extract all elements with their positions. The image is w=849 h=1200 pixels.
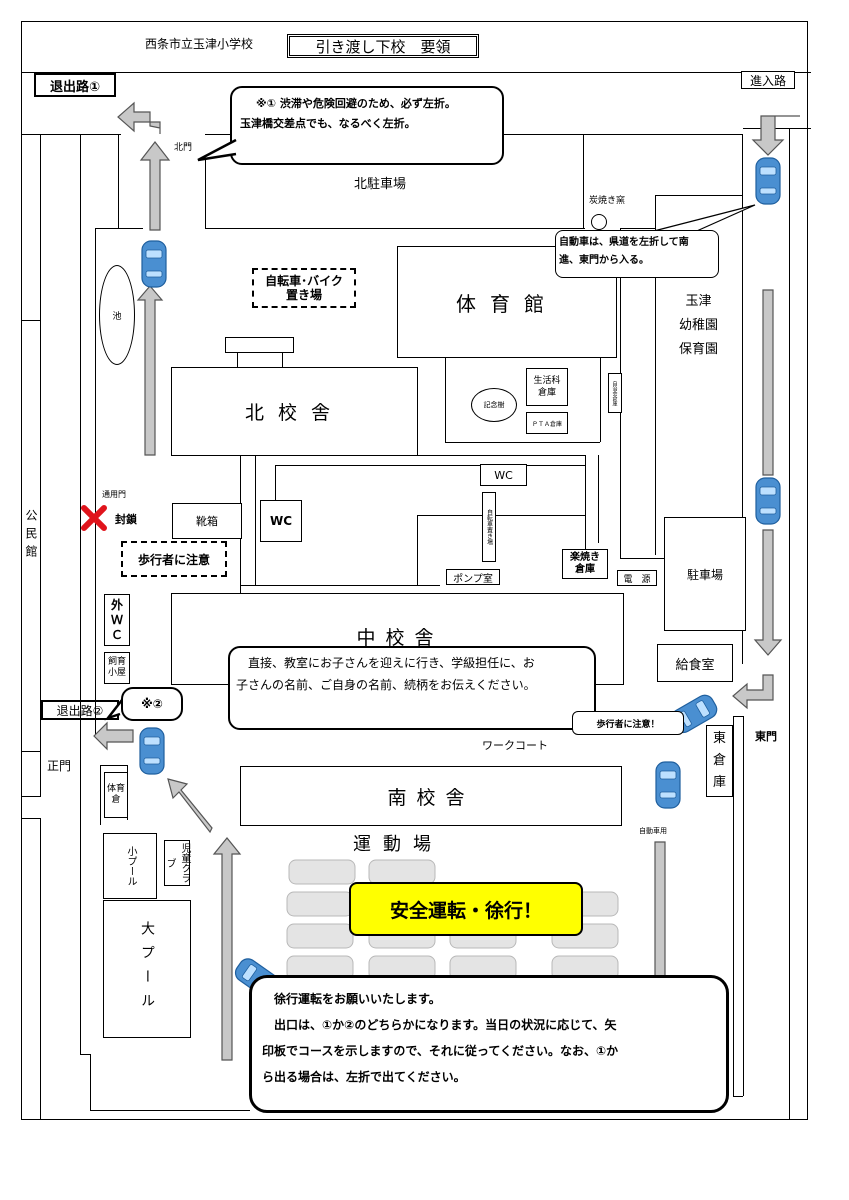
north-parking-label: 北駐車場 [353, 176, 406, 192]
slow-line1: 徐行運転をお願いいたします。 [274, 992, 441, 1006]
note-exit1-line2: 玉津橋交差点でも、なるべく左折。 [240, 117, 416, 130]
car-route-bubble: 自動車は、県道を左折して南 進、東門から入る。 [555, 230, 719, 278]
bike-parking: 自転車･バイク置き場 [252, 268, 356, 308]
exit-route-1-label: 退出路① [34, 73, 116, 97]
page-title: 引き渡し下校 要領 [287, 34, 479, 58]
east-gate-label: 東門 [755, 730, 777, 743]
east-storage-label: 東倉庫 [712, 731, 726, 790]
safe-driving-banner: 安全運転・徐行！ [349, 882, 583, 936]
entry-route-label: 進入路 [741, 71, 795, 89]
closed-label: 封鎖 [115, 513, 137, 526]
kiln-storage-label-2: 倉庫 [575, 564, 595, 575]
walker-caution-small: 歩行者に注意！ [572, 711, 684, 735]
middle-building-label: 中校舎 [356, 626, 444, 649]
pickup-line1: 直接、教室にお子さんを迎えに行き、学級担任に、お [248, 656, 535, 670]
north-building-tower [225, 337, 294, 353]
gym-storage-label: 体育倉 [107, 784, 126, 805]
pickup-instructions-bubble: 直接、教室にお子さんを迎えに行き、学級担任に、お 子さんの名前、ご自身の名前、続… [228, 646, 596, 730]
memorial-tree: 記念樹 [471, 388, 517, 422]
main-gate-label: 正門 [47, 759, 72, 773]
self-storage: 自治会倉庫 [608, 373, 622, 413]
map-frame [21, 21, 808, 1120]
staff-gate-label: 通用門 [102, 490, 126, 499]
gym-building: 体育館 [397, 246, 617, 358]
note-exit1-line1: ※① 渋滞や危険回避のため、必ず左折。 [256, 97, 456, 110]
animal-hut-label: 飼育小屋 [107, 657, 126, 678]
work-court-label: ワークコート [482, 739, 548, 752]
bike-parking-label: 自転車･バイク置き場 [265, 274, 343, 302]
kindergarten-label-2: 幼稚園 [678, 318, 718, 333]
lunch-room: 給食室 [657, 644, 733, 682]
life-storage-label-1: 生活科 [533, 376, 561, 386]
animal-hut: 飼育小屋 [104, 652, 130, 684]
east-storage: 東倉庫 [706, 725, 733, 797]
life-storage-label-2: 倉庫 [537, 388, 556, 398]
note-exit1-bubble: ※① 渋滞や危険回避のため、必ず左折。 玉津橋交差点でも、なるべく左折。 [230, 86, 504, 165]
kindergarten-label-3: 保育園 [678, 342, 718, 357]
pump-room: ポンプ室 [446, 569, 500, 585]
car-only-label: 自動車用 [639, 827, 667, 835]
big-pool: 大プール [103, 900, 191, 1038]
pta-storage: ＰＴＡ倉庫 [526, 412, 568, 434]
pickup-line2: 子さんの名前、ご自身の名前、続柄をお伝えください。 [236, 678, 536, 692]
kiln-storage-label-1: 楽焼き [570, 552, 600, 563]
slow-line2: 出口は、①か②のどちらかになります。当日の状況に応じて、矢 [274, 1018, 617, 1032]
outdoor-wc-label: 外ＷＣ [110, 597, 123, 642]
school-name: 西条市立玉津小学校 [145, 37, 254, 51]
car-route-line2: 進、東門から入る。 [559, 255, 649, 266]
bike-storage: 自転車置き場 [482, 492, 496, 562]
life-storage: 生活科 倉庫 [526, 368, 568, 406]
kindergarten-label-1: 玉津 [685, 294, 712, 309]
wc-east: WC [480, 464, 527, 486]
slow-line3: 印板でコースを示しますので、それに従ってください。なお、①か [262, 1044, 619, 1058]
kids-club: 児童クラブ [164, 840, 190, 886]
north-gate-label: 北門 [174, 143, 193, 153]
car-route-line1: 自動車は、県道を左折して南 [559, 237, 689, 248]
shoe-box: 靴箱 [172, 503, 242, 539]
power-box: 電 源 [617, 570, 657, 586]
field-label: 運動場 [353, 834, 443, 855]
slow-driving-notice: 徐行運転をお願いいたします。 出口は、①か②のどちらかになります。当日の状況に応… [249, 975, 729, 1113]
closed-x-icon [80, 505, 108, 531]
small-pool: 小プール [103, 833, 157, 899]
south-building: 南校舎 [240, 766, 622, 826]
note-exit2-bubble: ※② [121, 687, 183, 721]
gym-storage: 体育倉 [104, 772, 128, 818]
walker-caution-box: 歩行者に注意 [121, 541, 227, 577]
kominkan-label: 公民館 [24, 509, 38, 563]
pond: 池 [99, 265, 135, 365]
slow-line4: ら出る場合は、左折で出てください。 [262, 1070, 466, 1084]
kiln-storage: 楽焼き 倉庫 [562, 549, 608, 579]
north-building: 北校舎 [171, 367, 418, 456]
kiln-icon [591, 214, 607, 230]
wc-center: WC [260, 500, 302, 542]
charcoal-kiln: 炭焼き窯 [588, 195, 625, 206]
outdoor-wc: 外ＷＣ [104, 594, 130, 646]
kindergarten: 玉津 幼稚園 保育園 [655, 280, 742, 372]
parking-east: 駐車場 [664, 517, 746, 631]
